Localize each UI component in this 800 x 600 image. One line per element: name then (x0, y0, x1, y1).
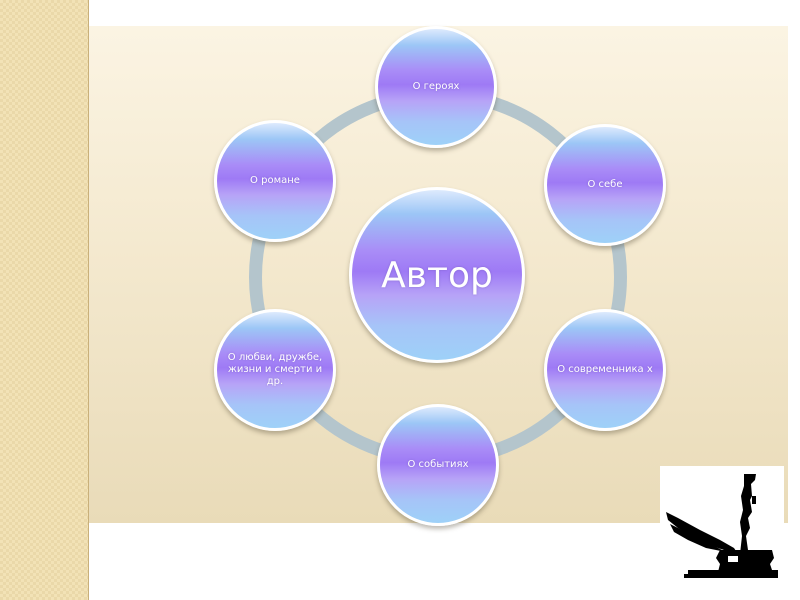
center-node-author: Автор (349, 187, 525, 363)
node-about-love-friendship: О любви, дружбе, жизни и смерти и др. (214, 309, 336, 431)
node-label: О любви, дружбе, жизни и смерти и др. (227, 352, 323, 387)
node-label: О событиях (407, 459, 469, 470)
node-label: О себе (587, 179, 623, 190)
left-decorative-strip (0, 0, 89, 600)
quill-pen-inkwell-drawing (666, 474, 778, 578)
node-label: О современника х (557, 364, 653, 375)
node-about-events: О событиях (377, 404, 499, 526)
node-about-novel: О романе (214, 120, 336, 242)
center-label: Автор (381, 254, 493, 296)
node-label: О романе (250, 175, 300, 186)
node-about-heroes: О героях (375, 26, 497, 148)
node-about-contemporaries: О современника х (544, 309, 666, 431)
node-label: О героях (412, 81, 460, 92)
node-about-self: О себе (544, 124, 666, 246)
quill-pen-inkwell-icon (660, 466, 784, 584)
